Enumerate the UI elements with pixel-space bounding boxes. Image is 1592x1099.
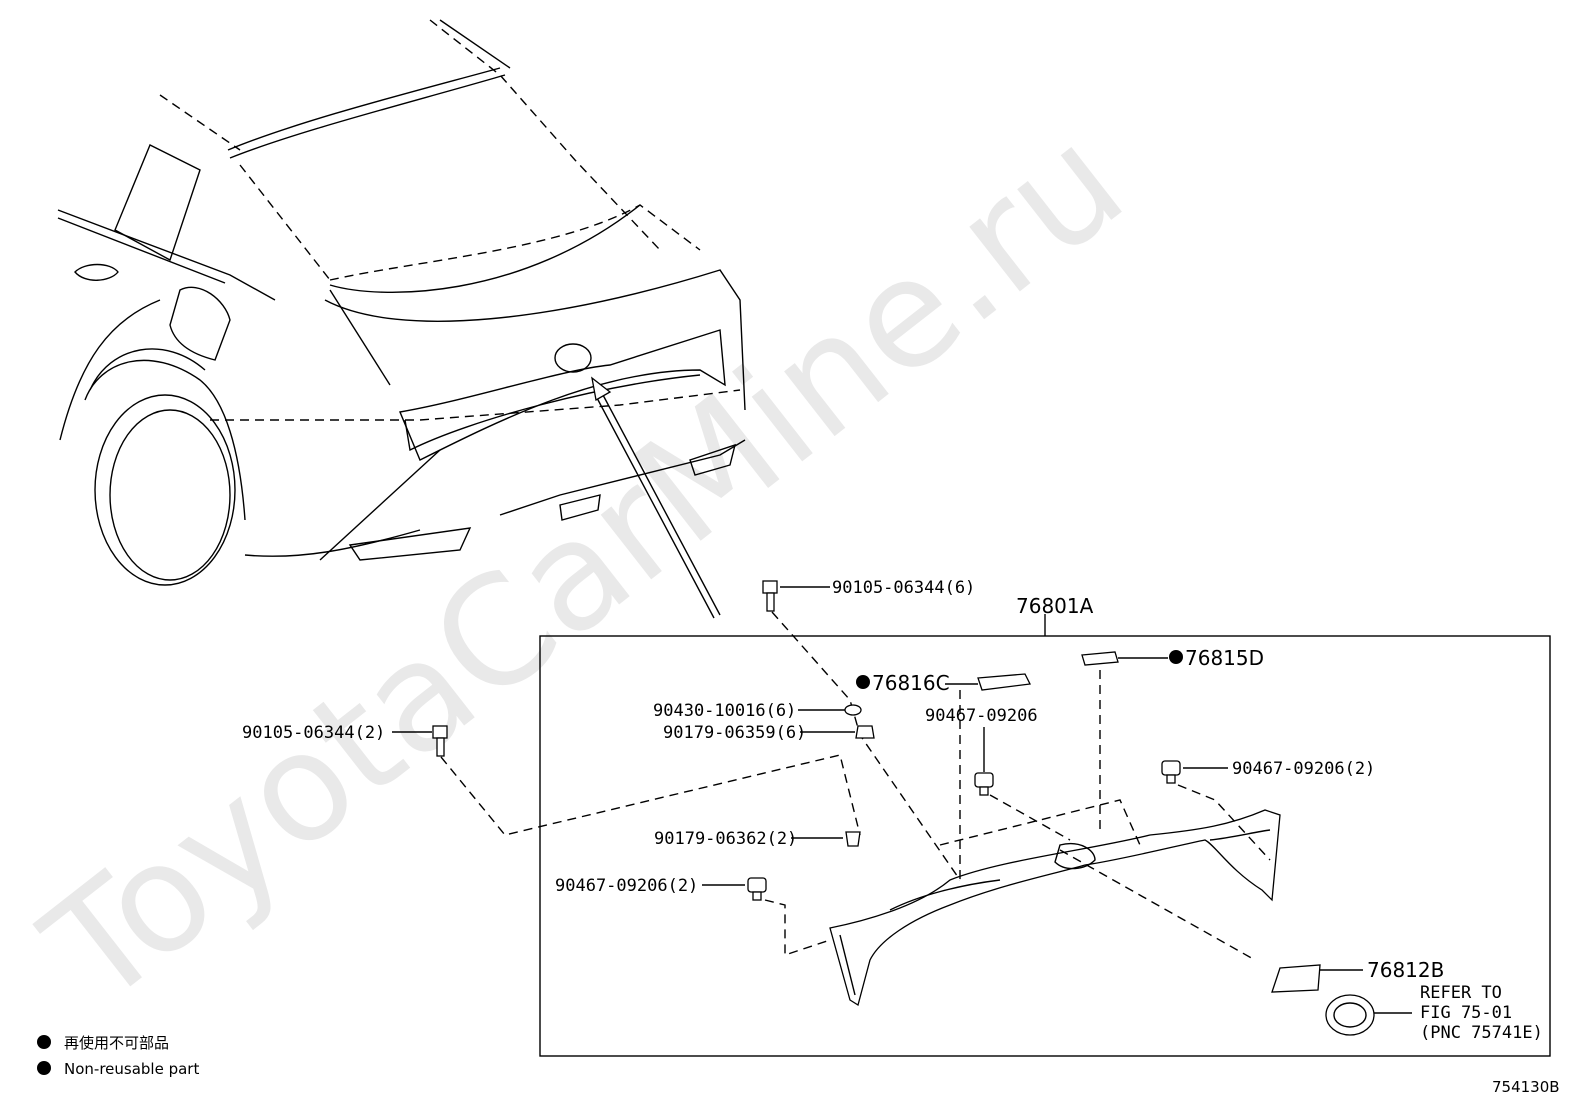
label-90467-09206-2-left: 90467-09206(2) bbox=[555, 876, 698, 896]
non-reusable-marker-icon bbox=[856, 675, 870, 689]
label-76812B: 76812B bbox=[1367, 958, 1444, 982]
bolt-icon bbox=[432, 725, 448, 757]
figure-number: 754130B bbox=[1492, 1078, 1560, 1096]
watermark: ToyotaCarMine.ru bbox=[14, 94, 1155, 1038]
non-reusable-marker-icon bbox=[1169, 650, 1183, 664]
legend-marker-icon bbox=[37, 1035, 51, 1049]
clip-icon bbox=[974, 772, 994, 796]
bolt-icon bbox=[762, 580, 778, 612]
refer-note-line3: (PNC 75741E) bbox=[1420, 1023, 1543, 1043]
label-76816C: 76816C bbox=[872, 671, 950, 695]
label-90467-09206-2-right: 90467-09206(2) bbox=[1232, 759, 1375, 779]
washer-icon bbox=[844, 704, 862, 716]
label-90467-09206: 90467-09206 bbox=[925, 706, 1038, 726]
clip-76815d bbox=[1081, 651, 1119, 666]
refer-note-line1: REFER TO bbox=[1420, 983, 1502, 1003]
label-90179-06359-6: 90179-06359(6) bbox=[663, 723, 806, 743]
label-90179-06362-2: 90179-06362(2) bbox=[654, 829, 797, 849]
assembly-label: 76801A bbox=[1016, 594, 1094, 618]
clip-76816c bbox=[977, 673, 1031, 691]
label-90430-10016-6: 90430-10016(6) bbox=[653, 701, 796, 721]
label-90105-06344-2: 90105-06344(2) bbox=[242, 723, 385, 743]
nut-icon bbox=[855, 725, 875, 739]
label-90105-06344-6: 90105-06344(6) bbox=[832, 578, 975, 598]
clip-icon bbox=[1161, 760, 1181, 784]
nut-icon bbox=[845, 831, 861, 847]
bracket-76812b bbox=[1271, 964, 1321, 993]
emblem-icon bbox=[1325, 994, 1375, 1036]
label-76815D: 76815D bbox=[1185, 646, 1264, 670]
rear-garnish-part bbox=[829, 809, 1281, 1007]
car-rear-illustration bbox=[57, 19, 746, 619]
clip-icon bbox=[747, 877, 767, 901]
legend-marker-icon bbox=[37, 1061, 51, 1075]
refer-note-line2: FIG 75-01 bbox=[1420, 1003, 1512, 1023]
legend-japanese: 再使用不可部品 bbox=[64, 1034, 169, 1052]
legend-english: Non-reusable part bbox=[64, 1060, 199, 1078]
